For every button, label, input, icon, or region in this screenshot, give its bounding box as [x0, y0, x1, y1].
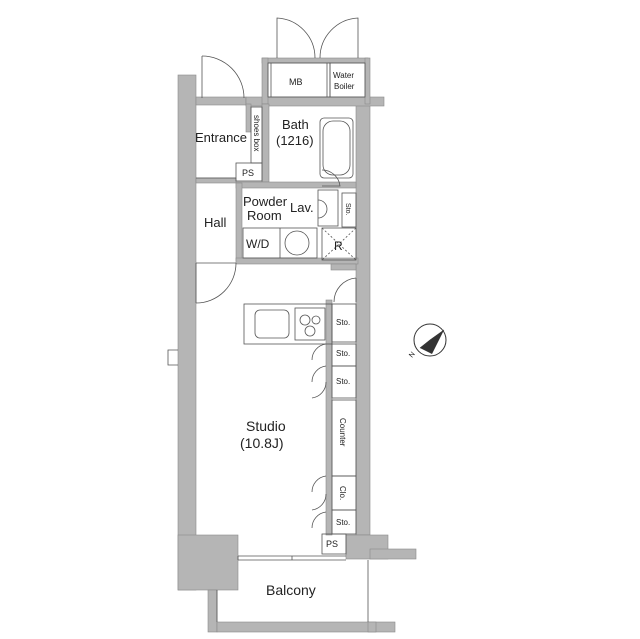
label-bath-size: (1216): [276, 133, 314, 148]
kitchen-counter: [243, 303, 333, 345]
compass-label: N: [408, 351, 417, 359]
label-ps-top: PS: [242, 168, 254, 178]
kitchen-sink: [254, 309, 290, 339]
wall-mb-top: [261, 57, 369, 64]
label-refrigerator: R: [334, 239, 343, 253]
label-powder-1: Powder: [243, 194, 288, 209]
label-ps-bottom: PS: [326, 539, 338, 549]
wall-mb-left: [261, 57, 269, 105]
label-powder-2: Room: [247, 208, 282, 223]
water-boiler-box: [329, 62, 366, 98]
kitchen-stove: [294, 307, 326, 341]
wall-entrance-right: [245, 103, 252, 133]
label-sto-3: Sto.: [336, 377, 350, 386]
label-counter: Counter: [338, 418, 347, 447]
wall-powder-bottom: [235, 257, 359, 265]
label-boiler: Boiler: [334, 82, 355, 91]
label-studio: Studio: [246, 418, 286, 434]
ps-bottom-box: [321, 533, 347, 555]
label-mb: MB: [289, 77, 303, 87]
label-entrance: Entrance: [195, 130, 247, 145]
refrigerator-box: [321, 227, 357, 261]
wall-top-left: [195, 96, 247, 106]
label-lav: Lav.: [290, 200, 314, 215]
label-clo: Clo.: [338, 486, 347, 500]
balcony-rail: [216, 621, 396, 633]
sto-small-box: [341, 192, 357, 228]
label-studio-size: (10.8J): [240, 435, 284, 451]
wall-balcony-left: [207, 589, 218, 633]
label-shoes-box: shoes box: [252, 115, 261, 151]
wall-closet-left: [325, 299, 333, 536]
label-bath: Bath: [282, 117, 309, 132]
thin-lines: [167, 17, 369, 622]
labels: Entrance shoes box Bath (1216) PS Powder…: [195, 71, 355, 598]
wall-left-outer: [177, 74, 197, 591]
north-arrow-icon: N: [408, 323, 447, 359]
label-water: Water: [333, 71, 354, 80]
wall-right-outer: [355, 99, 371, 536]
lavatory-counter: [317, 189, 339, 227]
label-sto-small: Sto.: [344, 203, 351, 216]
wall-hall-top: [195, 177, 237, 184]
label-sto-1: Sto.: [336, 318, 350, 327]
wall-bath-left: [261, 103, 270, 183]
bath-tub: [319, 117, 354, 179]
sto-1-box: [331, 303, 357, 343]
wall-left-bottom: [177, 534, 239, 591]
sto-3-box: [331, 365, 357, 399]
balcony-right-post: [367, 621, 377, 633]
wall-right-ledge: [369, 548, 417, 560]
label-sto-4: Sto.: [336, 518, 350, 527]
wall-kitchen-top: [330, 263, 357, 271]
wall-bath-bottom: [235, 181, 357, 189]
label-balcony: Balcony: [266, 582, 316, 598]
ps-top-box: [235, 162, 263, 182]
wall-mb-right: [364, 57, 371, 105]
label-sto-2: Sto.: [336, 349, 350, 358]
label-hall: Hall: [204, 215, 227, 230]
label-wd: W/D: [246, 237, 270, 251]
wall-powder-left: [235, 182, 243, 262]
